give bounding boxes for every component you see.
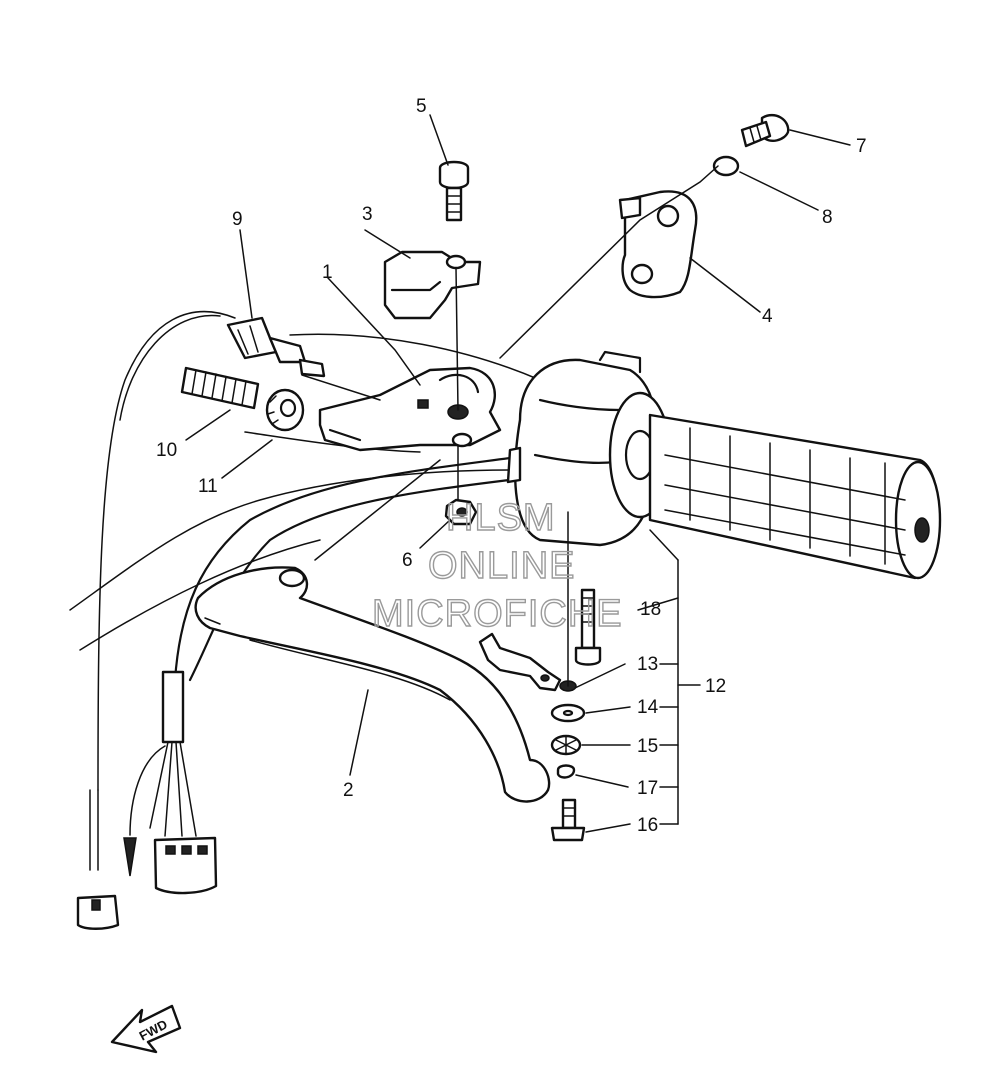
callout-1: 1 [322, 262, 333, 283]
callout-13: 13 [637, 654, 658, 675]
watermark: HLSM ONLINE MICROFICHE [371, 496, 623, 635]
callout-6: 6 [402, 550, 413, 571]
callout-18: 18 [640, 599, 661, 620]
wire-harness [123, 670, 218, 895]
handlebar-grip [648, 413, 942, 580]
holder-clamp [618, 190, 698, 299]
callout-3: 3 [362, 204, 373, 225]
clutch-lever [194, 566, 551, 803]
callout-5: 5 [416, 96, 427, 117]
adjuster-10 [180, 366, 260, 410]
screw-16 [550, 798, 586, 842]
bolt-5 [438, 160, 470, 222]
screw-7 [740, 113, 790, 148]
forward-arrow: FWD [110, 1004, 182, 1054]
washer-8 [712, 155, 740, 177]
callout-17: 17 [637, 778, 658, 799]
leader-lines [185, 114, 851, 833]
callout-15: 15 [637, 736, 658, 757]
lever-plate-13 [478, 632, 577, 692]
callout-11: 11 [198, 476, 218, 497]
switch-housing [506, 350, 672, 547]
washer-17 [556, 764, 576, 779]
washer-14 [550, 703, 586, 723]
callout-14: 14 [637, 697, 659, 718]
callout-10: 10 [156, 440, 177, 461]
locknut-11 [265, 388, 305, 432]
callout-9: 9 [232, 209, 243, 230]
callout-4: 4 [762, 306, 773, 327]
bracket [383, 250, 482, 320]
callout-2: 2 [343, 780, 354, 801]
connector-small [76, 894, 120, 930]
callout-labels: 1 2 3 4 5 6 7 8 9 10 11 12 13 14 15 16 1… [156, 96, 867, 836]
callout-7: 7 [856, 136, 867, 157]
screw-18 [574, 588, 602, 666]
callout-12: 12 [705, 676, 726, 697]
watermark-line-1: HLSM [446, 497, 556, 539]
watermark-line-2: ONLINE [428, 545, 575, 587]
cable-adjuster [226, 316, 326, 378]
watermark-line-3: MICROFICHE [372, 593, 623, 635]
lock-washer-15 [550, 734, 582, 756]
callout-16: 16 [637, 815, 658, 836]
lever-holder [318, 366, 502, 452]
callout-8: 8 [822, 207, 833, 228]
